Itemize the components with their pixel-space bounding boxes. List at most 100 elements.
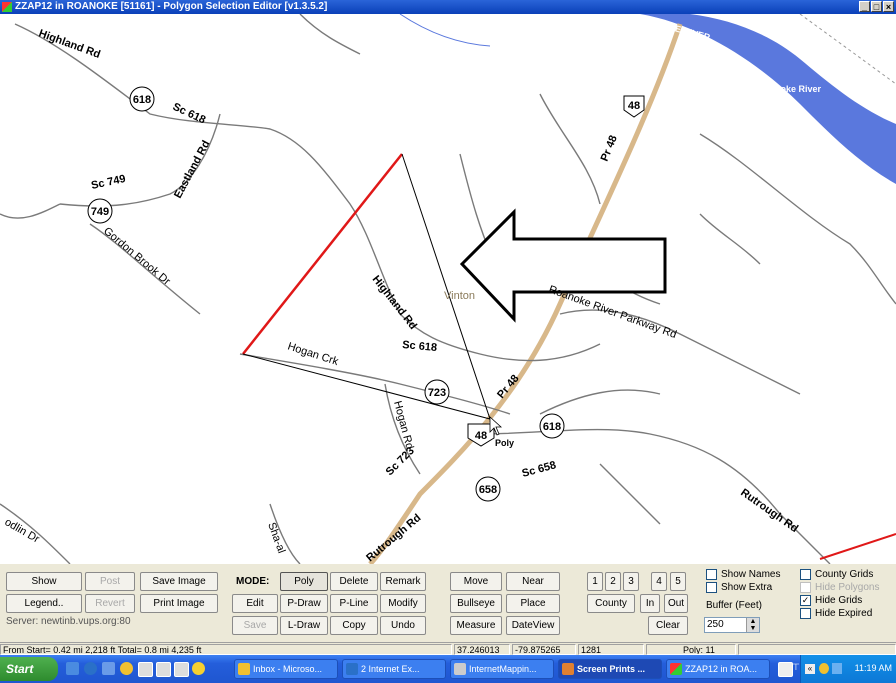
- poly-mode-button[interactable]: Poly: [280, 572, 328, 591]
- scale-2-button[interactable]: 2: [605, 572, 621, 591]
- window-icon[interactable]: [156, 662, 171, 677]
- legend-button[interactable]: Legend..: [6, 594, 82, 613]
- bullseye-button[interactable]: Bullseye: [450, 594, 502, 613]
- status-longitude: -79.875265: [512, 644, 576, 655]
- map-canvas[interactable]: 618 749 723 48 618 658 48 Highland Rd Sc…: [0, 14, 896, 564]
- window-icon[interactable]: [174, 662, 189, 677]
- checkbox-box: [800, 569, 811, 580]
- shield-658: 658: [479, 484, 497, 496]
- status-bar: From Start= 0.42 mi 2,218 ft Total= 0.8 …: [0, 642, 896, 656]
- spin-arrows-icon[interactable]: ▲▼: [746, 618, 759, 632]
- hide-grids-checkbox[interactable]: ✓Hide Grids: [800, 595, 862, 606]
- show-button[interactable]: Show: [6, 572, 82, 591]
- county-grids-checkbox[interactable]: County Grids: [800, 569, 873, 580]
- quick-launch-icon[interactable]: [102, 662, 115, 675]
- show-extra-checkbox[interactable]: Show Extra: [706, 582, 772, 593]
- shield-749: 749: [91, 206, 109, 218]
- ie-icon[interactable]: [84, 662, 97, 675]
- maximize-button[interactable]: □: [871, 1, 882, 12]
- revert-button[interactable]: Revert: [85, 594, 135, 613]
- checkbox-box: [706, 582, 717, 593]
- river: [640, 14, 896, 184]
- save-image-button[interactable]: Save Image: [140, 572, 218, 591]
- checkbox-box: [706, 569, 717, 580]
- close-button[interactable]: ×: [883, 1, 894, 12]
- p-line-button[interactable]: P-Line: [330, 594, 378, 613]
- task-label: Inbox - Microso...: [253, 664, 323, 674]
- copy-button[interactable]: Copy: [330, 616, 378, 635]
- window-controls: _ □ ×: [859, 1, 894, 12]
- status-poly: Poly: 11: [646, 644, 736, 655]
- place-label-roanoke-river: Roanoke River: [758, 84, 822, 94]
- ie-icon: [346, 663, 358, 675]
- clear-button[interactable]: Clear: [648, 616, 688, 635]
- task-label: ZZAP12 in ROA...: [685, 664, 758, 674]
- status-empty: [738, 644, 896, 655]
- minimize-button[interactable]: _: [859, 1, 870, 12]
- delete-button[interactable]: Delete: [330, 572, 378, 591]
- scale-1-button[interactable]: 1: [587, 572, 603, 591]
- polygon-black-edges: [242, 153, 491, 420]
- road-label: Sc 658: [521, 459, 558, 480]
- polygon-red-edge: [242, 153, 403, 355]
- task-screen-prints[interactable]: Screen Prints ...: [558, 659, 662, 679]
- scale-4-button[interactable]: 4: [651, 572, 667, 591]
- dateview-button[interactable]: DateView: [506, 616, 560, 635]
- media-icon[interactable]: [192, 662, 205, 675]
- network-icon[interactable]: [832, 663, 842, 674]
- shield-618-b: 618: [543, 421, 561, 433]
- mode-label: MODE:: [236, 576, 270, 587]
- place-label-vinton: Vinton: [444, 290, 475, 302]
- zoom-in-button[interactable]: In: [640, 594, 660, 613]
- place-button[interactable]: Place: [506, 594, 560, 613]
- outlook-icon[interactable]: [120, 662, 133, 675]
- scale-3-button[interactable]: 3: [623, 572, 639, 591]
- status-distance: From Start= 0.42 mi 2,218 ft Total= 0.8 …: [0, 644, 452, 655]
- hide-expired-checkbox[interactable]: Hide Expired: [800, 608, 872, 619]
- show-names-checkbox[interactable]: Show Names: [706, 569, 780, 580]
- task-internet-explorer[interactable]: 2 Internet Ex...: [342, 659, 446, 679]
- edit-button[interactable]: Edit: [232, 594, 278, 613]
- task-zzap12[interactable]: ZZAP12 in ROA...: [666, 659, 770, 679]
- folder-icon: [562, 663, 574, 675]
- chevron-left-icon[interactable]: «: [805, 664, 815, 674]
- road-label: Sc 749: [90, 173, 127, 192]
- desktop-icon[interactable]: [66, 662, 79, 675]
- undo-button[interactable]: Undo: [380, 616, 426, 635]
- p-draw-button[interactable]: P-Draw: [280, 594, 328, 613]
- road-label: Sc 618: [171, 101, 208, 127]
- start-button[interactable]: Start: [0, 657, 58, 681]
- dashed-boundary: [799, 14, 896, 85]
- task-internet-mapping[interactable]: InternetMappin...: [450, 659, 554, 679]
- buffer-input[interactable]: 250 ▲▼: [704, 617, 760, 633]
- measure-button[interactable]: Measure: [450, 616, 502, 635]
- road-label: Hogan Rd: [391, 400, 415, 451]
- road-label: Highland Rd: [37, 28, 102, 61]
- scale-5-button[interactable]: 5: [670, 572, 686, 591]
- l-draw-button[interactable]: L-Draw: [280, 616, 328, 635]
- county-button[interactable]: County: [587, 594, 635, 613]
- remark-button[interactable]: Remark: [380, 572, 426, 591]
- outlook-icon: [238, 663, 250, 675]
- title-bar: ZZAP12 in ROANOKE [51161] - Polygon Sele…: [0, 0, 896, 14]
- near-button[interactable]: Near: [506, 572, 560, 591]
- tray-icon[interactable]: [819, 663, 829, 674]
- help-icon[interactable]: [778, 662, 793, 677]
- road-label: Pr 48: [599, 134, 620, 163]
- task-inbox[interactable]: Inbox - Microso...: [234, 659, 338, 679]
- road-label: Gordon Brook Dr: [101, 225, 173, 288]
- road-label: Rutrough Rd: [738, 487, 800, 535]
- print-image-button[interactable]: Print Image: [140, 594, 218, 613]
- show-extra-label: Show Extra: [721, 582, 773, 593]
- task-label: 2 Internet Ex...: [361, 664, 420, 674]
- modify-button[interactable]: Modify: [380, 594, 426, 613]
- post-button[interactable]: Post: [85, 572, 135, 591]
- pin-icon[interactable]: ⊤: [792, 662, 800, 672]
- move-button[interactable]: Move: [450, 572, 502, 591]
- save-button[interactable]: Save: [232, 616, 278, 635]
- hide-polygons-checkbox[interactable]: Hide Polygons: [800, 582, 879, 593]
- task-label: Screen Prints ...: [577, 664, 646, 674]
- zoom-out-button[interactable]: Out: [664, 594, 688, 613]
- window-icon[interactable]: [138, 662, 153, 677]
- map-svg: 618 749 723 48 618 658 48 Highland Rd Sc…: [0, 14, 896, 564]
